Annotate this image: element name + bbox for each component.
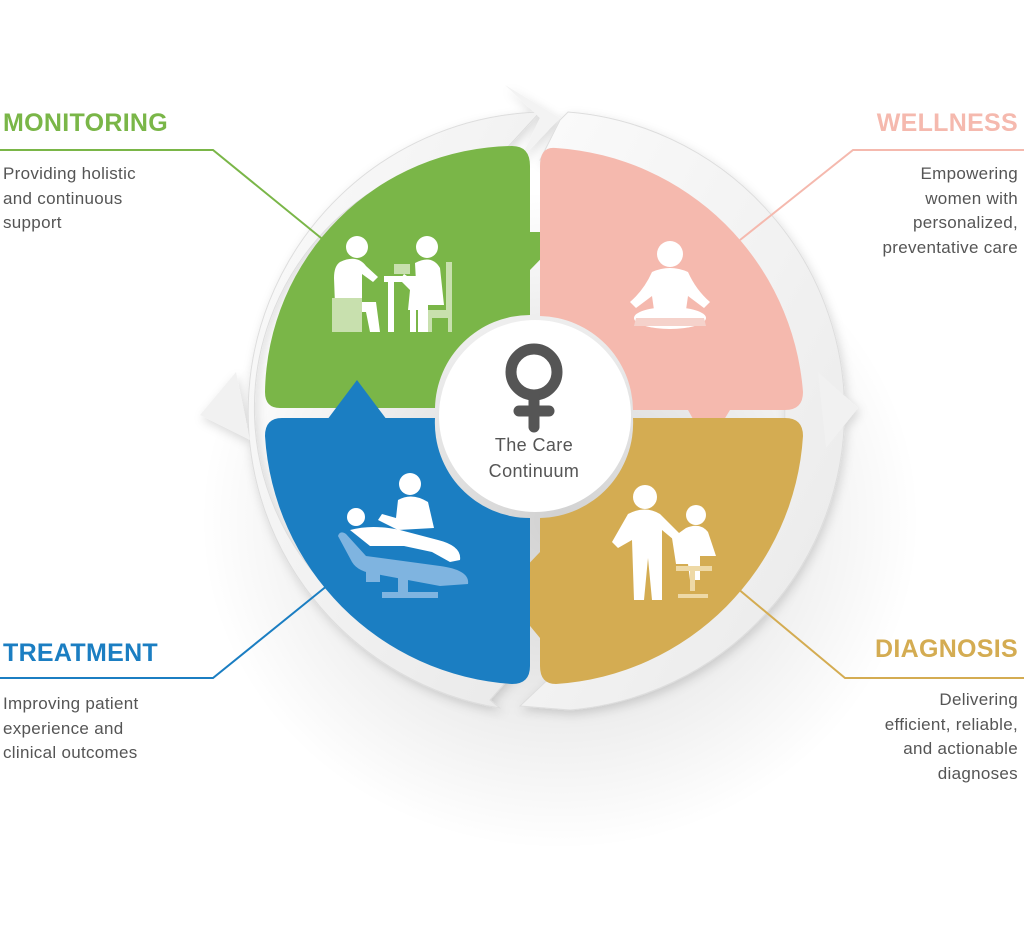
doctor-stethoscope-icon [612, 485, 716, 600]
wellness-description: Empowering women with personalized, prev… [882, 162, 1018, 260]
wellness-desc-line: preventative care [882, 237, 1018, 257]
treatment-desc-line: experience and [3, 718, 124, 738]
monitoring-title: MONITORING [3, 109, 169, 137]
connector-diagnosis [736, 587, 1024, 679]
treatment-title: TREATMENT [3, 639, 158, 667]
treatment-desc-line: Improving patient [3, 694, 139, 713]
treatment-desc-line: clinical outcomes [3, 743, 138, 762]
connector-wellness [739, 149, 1024, 241]
connector-monitoring [0, 149, 327, 243]
diagnosis-desc-line: and actionable [903, 739, 1018, 758]
patient-chair-icon [338, 473, 469, 598]
center-label-line1: The Care [494, 435, 574, 455]
wellness-desc-line: personalized, [912, 213, 1018, 232]
diagnosis-title: DIAGNOSIS [875, 635, 1018, 663]
monitoring-desc-line: support [3, 213, 62, 232]
monitoring-desc-line: and continuous [3, 188, 123, 208]
wellness-title: WELLNESS [876, 109, 1018, 137]
outer-ring-notch-left [200, 372, 250, 440]
monitoring-description: Providing holistic and continuous suppor… [3, 162, 136, 236]
center-label-line2: Continuum [488, 461, 580, 481]
diagnosis-desc-line: efficient, reliable, [884, 714, 1018, 734]
meditation-icon [630, 241, 710, 329]
connector-treatment [0, 584, 329, 679]
consultation-table-icon [332, 236, 452, 332]
outer-ring-notch-right [818, 372, 858, 448]
treatment-description: Improving patient experience and clinica… [3, 692, 139, 766]
treatment-arrow-up [327, 380, 387, 420]
segment-treatment [265, 418, 530, 684]
diagnosis-desc-line: diagnoses [937, 763, 1018, 783]
wellness-desc-line: women with [925, 188, 1018, 208]
center-label: The Care Continuum [434, 432, 634, 484]
female-symbol-icon [505, 343, 563, 433]
diagnosis-description: Delivering efficient, reliable, and acti… [885, 688, 1018, 786]
diagnosis-desc-line: Delivering [939, 690, 1018, 709]
outer-ring-notch-top [505, 85, 560, 160]
wellness-desc-line: Empowering [920, 164, 1018, 183]
monitoring-desc-line: Providing holistic [3, 164, 136, 183]
